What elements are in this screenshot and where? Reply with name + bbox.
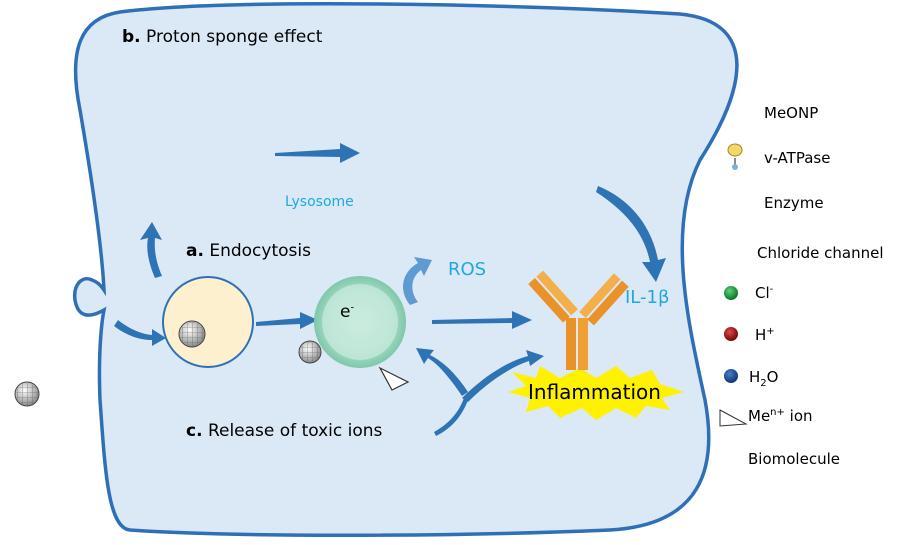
legend-meonp: MeONP: [764, 104, 819, 122]
legend-ion-text: ion: [789, 407, 813, 425]
legend-cl-sup: -: [769, 284, 774, 295]
meonp-particles: [14, 320, 322, 407]
label-endocytosis: a. Endocytosis: [186, 241, 311, 261]
label-a-letter: a.: [186, 241, 204, 261]
legend-icons: [719, 143, 748, 427]
legend-h2o-o: O: [766, 368, 779, 386]
arrow-up-left: [140, 222, 162, 278]
arrow-top: [275, 143, 360, 163]
legend-enzyme: Enzyme: [764, 194, 824, 212]
label-a-text: Endocytosis: [209, 241, 311, 261]
label-proton-sponge: b. Proton sponge effect: [122, 27, 322, 47]
label-ros: ROS: [448, 259, 487, 280]
label-c-letter: c.: [186, 421, 203, 441]
arrow-fork-stem: [434, 398, 468, 436]
cell-membrane: [72, 2, 739, 538]
legend-h2o: H2O: [749, 368, 778, 389]
legend-h2o-h: H: [749, 368, 761, 386]
arrow-curve-to-il1b: [596, 186, 666, 282]
legend-chloride-channel: Chloride channel: [757, 244, 884, 262]
label-b-text: Proton sponge effect: [146, 27, 323, 47]
arrow-into-vesicle: [114, 320, 166, 346]
label-inflammation: Inflammation: [528, 380, 661, 404]
inflammation-burst: [508, 366, 684, 420]
arrow-lysosome-to-antibody: [432, 311, 532, 329]
electron-e: e: [340, 302, 351, 322]
arrow-from-ions-to-lysosome: [416, 348, 468, 396]
legend-me-text: Me: [748, 407, 771, 425]
arrows: [114, 143, 666, 436]
vatpase-icon: [727, 143, 743, 170]
legend-biomolecule: Biomolecule: [748, 450, 840, 468]
legend-me-ion: Men+ ion: [748, 407, 813, 425]
label-c-text: Release of toxic ions: [207, 421, 383, 441]
cl-dot-icon: [724, 286, 738, 300]
label-lysosome: Lysosome: [285, 194, 354, 210]
arrow-from-ions-to-inflammation: [462, 350, 544, 402]
legend-h-sup: +: [766, 326, 775, 337]
legend-h-text: H: [755, 326, 767, 344]
legend-h: H+: [755, 326, 775, 344]
il1b-antibody: [528, 270, 629, 370]
endocytosis-vesicle: [162, 276, 254, 368]
label-b-letter: b.: [122, 27, 141, 47]
label-electron: e-: [340, 302, 354, 322]
ros-arrow: [403, 257, 432, 305]
me-ion-legend-triangle: [719, 409, 748, 427]
h-dot-icon: [724, 327, 738, 341]
label-il1b: IL-1β: [625, 287, 670, 308]
legend-cl: Cl-: [755, 284, 773, 302]
legend-h2o-sub: 2: [760, 378, 767, 389]
label-release-ions: c. Release of toxic ions: [186, 421, 382, 441]
h2o-dot-icon: [724, 369, 738, 383]
legend-me-sup: n+: [770, 407, 785, 418]
me-ion-triangle: [378, 366, 410, 391]
arrow-vesicle-to-lysosome: [256, 312, 318, 329]
electron-sup: -: [350, 302, 355, 314]
legend-vatpase: v-ATPase: [764, 149, 831, 167]
legend-cl-text: Cl: [755, 284, 770, 302]
